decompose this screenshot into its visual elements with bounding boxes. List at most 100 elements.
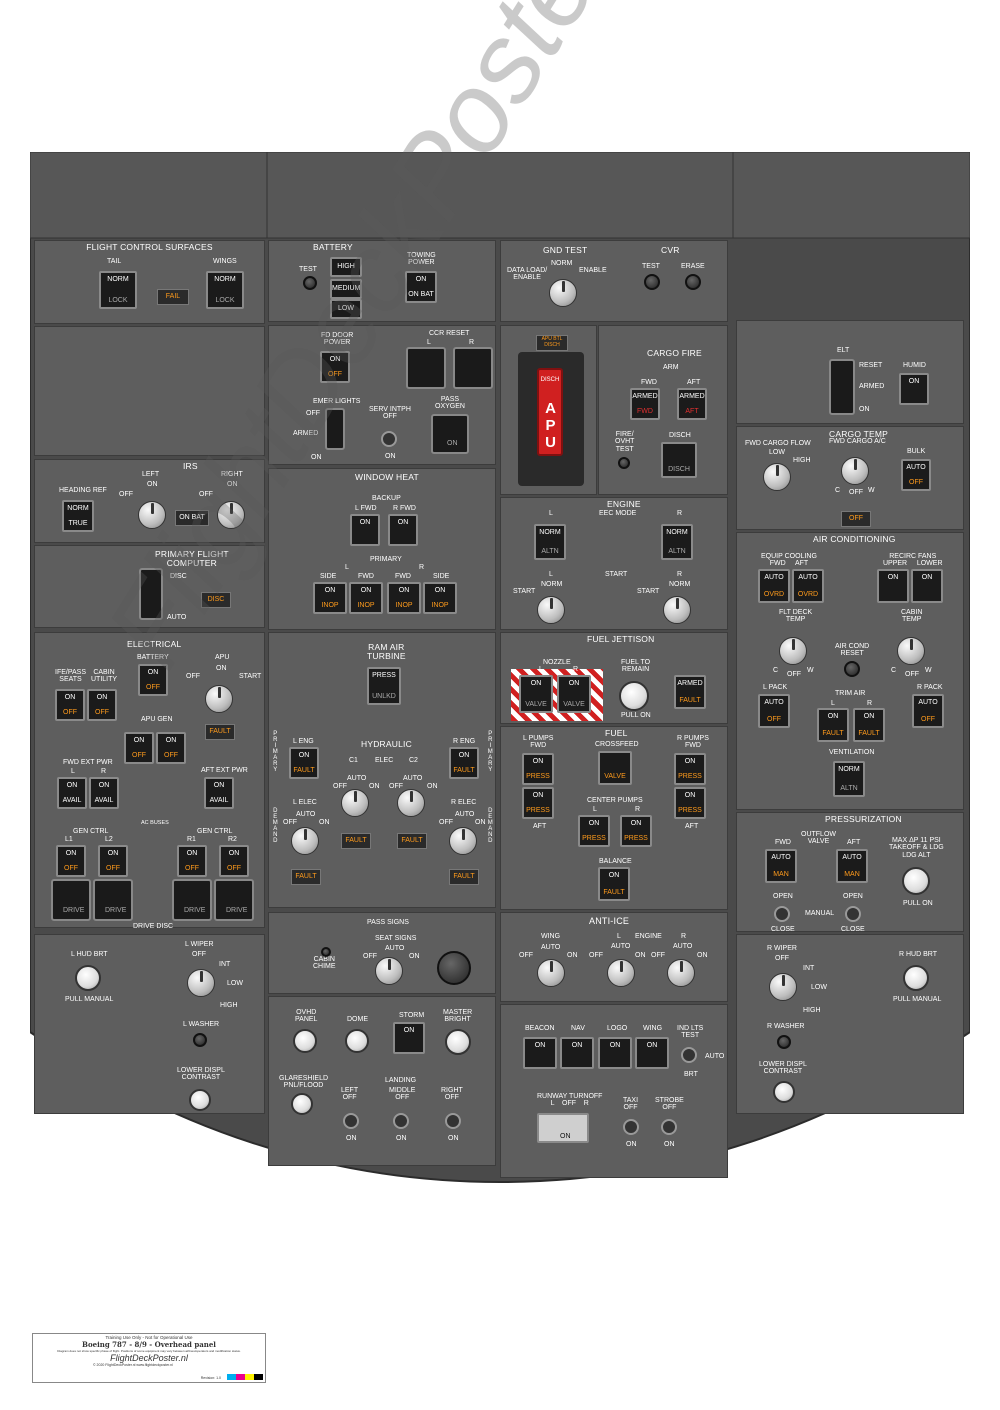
- runway-turnoff-switches[interactable]: [537, 1113, 589, 1143]
- recirc-lower-switch[interactable]: ON: [911, 569, 943, 603]
- ovhd-panel-knob[interactable]: [293, 1029, 317, 1053]
- cabin-temp-selector[interactable]: [897, 637, 925, 665]
- cvr-erase-button[interactable]: [685, 274, 701, 290]
- logo-switch[interactable]: ON: [598, 1037, 632, 1069]
- l-wiper-selector[interactable]: [187, 969, 215, 997]
- taxi-toggle[interactable]: [623, 1119, 639, 1135]
- l-lower-displ-knob[interactable]: [189, 1089, 211, 1111]
- wing-anti-ice-selector[interactable]: [537, 959, 565, 987]
- landing-middle-toggle[interactable]: [393, 1113, 409, 1129]
- gnd-test-selector[interactable]: [549, 279, 577, 307]
- seat-signs-selector[interactable]: [375, 957, 403, 985]
- ldg-alt-knob[interactable]: [902, 867, 930, 895]
- ccr-reset-l-button[interactable]: [406, 347, 446, 389]
- fuel-to-remain-knob[interactable]: [619, 681, 649, 711]
- recirc-upper-switch[interactable]: ON: [877, 569, 909, 603]
- drive-disc-r2-switch[interactable]: DRIVE: [214, 879, 254, 921]
- cabin-chime-button[interactable]: [321, 947, 331, 957]
- r-washer-button[interactable]: [777, 1035, 791, 1049]
- crossfeed-switch[interactable]: VALVE: [598, 751, 632, 785]
- battery-test-button[interactable]: [303, 276, 317, 290]
- cvr-test-button[interactable]: [644, 274, 660, 290]
- drive-disc-r1-switch[interactable]: DRIVE: [172, 879, 212, 921]
- storm-switch[interactable]: ON: [393, 1022, 425, 1054]
- master-bright-knob[interactable]: [445, 1029, 471, 1055]
- drive-disc-l1-switch[interactable]: DRIVE: [51, 879, 91, 921]
- humid-switch[interactable]: ON: [899, 373, 929, 405]
- backup-lfwd-switch[interactable]: ON: [350, 514, 380, 546]
- apu-fire-handle[interactable]: DISCH APU: [537, 368, 563, 456]
- beacon-switch[interactable]: ON: [523, 1037, 557, 1069]
- landing-left-toggle[interactable]: [343, 1113, 359, 1129]
- battery-high-button[interactable]: HIGH: [330, 257, 362, 277]
- l-engine-anti-ice-selector[interactable]: [607, 959, 635, 987]
- elt-guarded-switch[interactable]: [829, 359, 855, 415]
- pfc-disc-light[interactable]: DISC: [201, 592, 231, 608]
- r-start-selector[interactable]: [663, 596, 691, 624]
- glareshield-knob[interactable]: [291, 1093, 313, 1115]
- r-wiper-selector[interactable]: [769, 973, 797, 1001]
- l-start-selector[interactable]: [537, 596, 565, 624]
- backup-rfwd-switch[interactable]: ON: [388, 514, 418, 546]
- irs-left-selector[interactable]: [138, 501, 166, 529]
- fwd-manual-toggle[interactable]: [774, 906, 790, 922]
- r-engine-anti-ice-selector[interactable]: [667, 959, 695, 987]
- wing-lt-switch[interactable]: ON: [635, 1037, 669, 1069]
- pfc-guarded-switch[interactable]: [139, 568, 163, 620]
- r-lower-displ-knob[interactable]: [773, 1081, 795, 1103]
- fwd-cargo-flow-selector[interactable]: [763, 463, 791, 491]
- cargo-disch-switch[interactable]: DISCH: [661, 442, 697, 478]
- air-cond-reset-button[interactable]: [844, 661, 860, 677]
- strobe-toggle[interactable]: [661, 1119, 677, 1135]
- ccr-reset-r-button[interactable]: [453, 347, 493, 389]
- c1-elec-selector[interactable]: [341, 789, 369, 817]
- dome-knob[interactable]: [345, 1029, 369, 1053]
- aft-manual-toggle[interactable]: [845, 906, 861, 922]
- battery-low-button[interactable]: LOW: [330, 299, 362, 319]
- emer-lights-guarded-switch[interactable]: [325, 408, 345, 450]
- drive-disc-l2-switch[interactable]: DRIVE: [93, 879, 133, 921]
- r-hud-brt-knob[interactable]: [903, 965, 929, 991]
